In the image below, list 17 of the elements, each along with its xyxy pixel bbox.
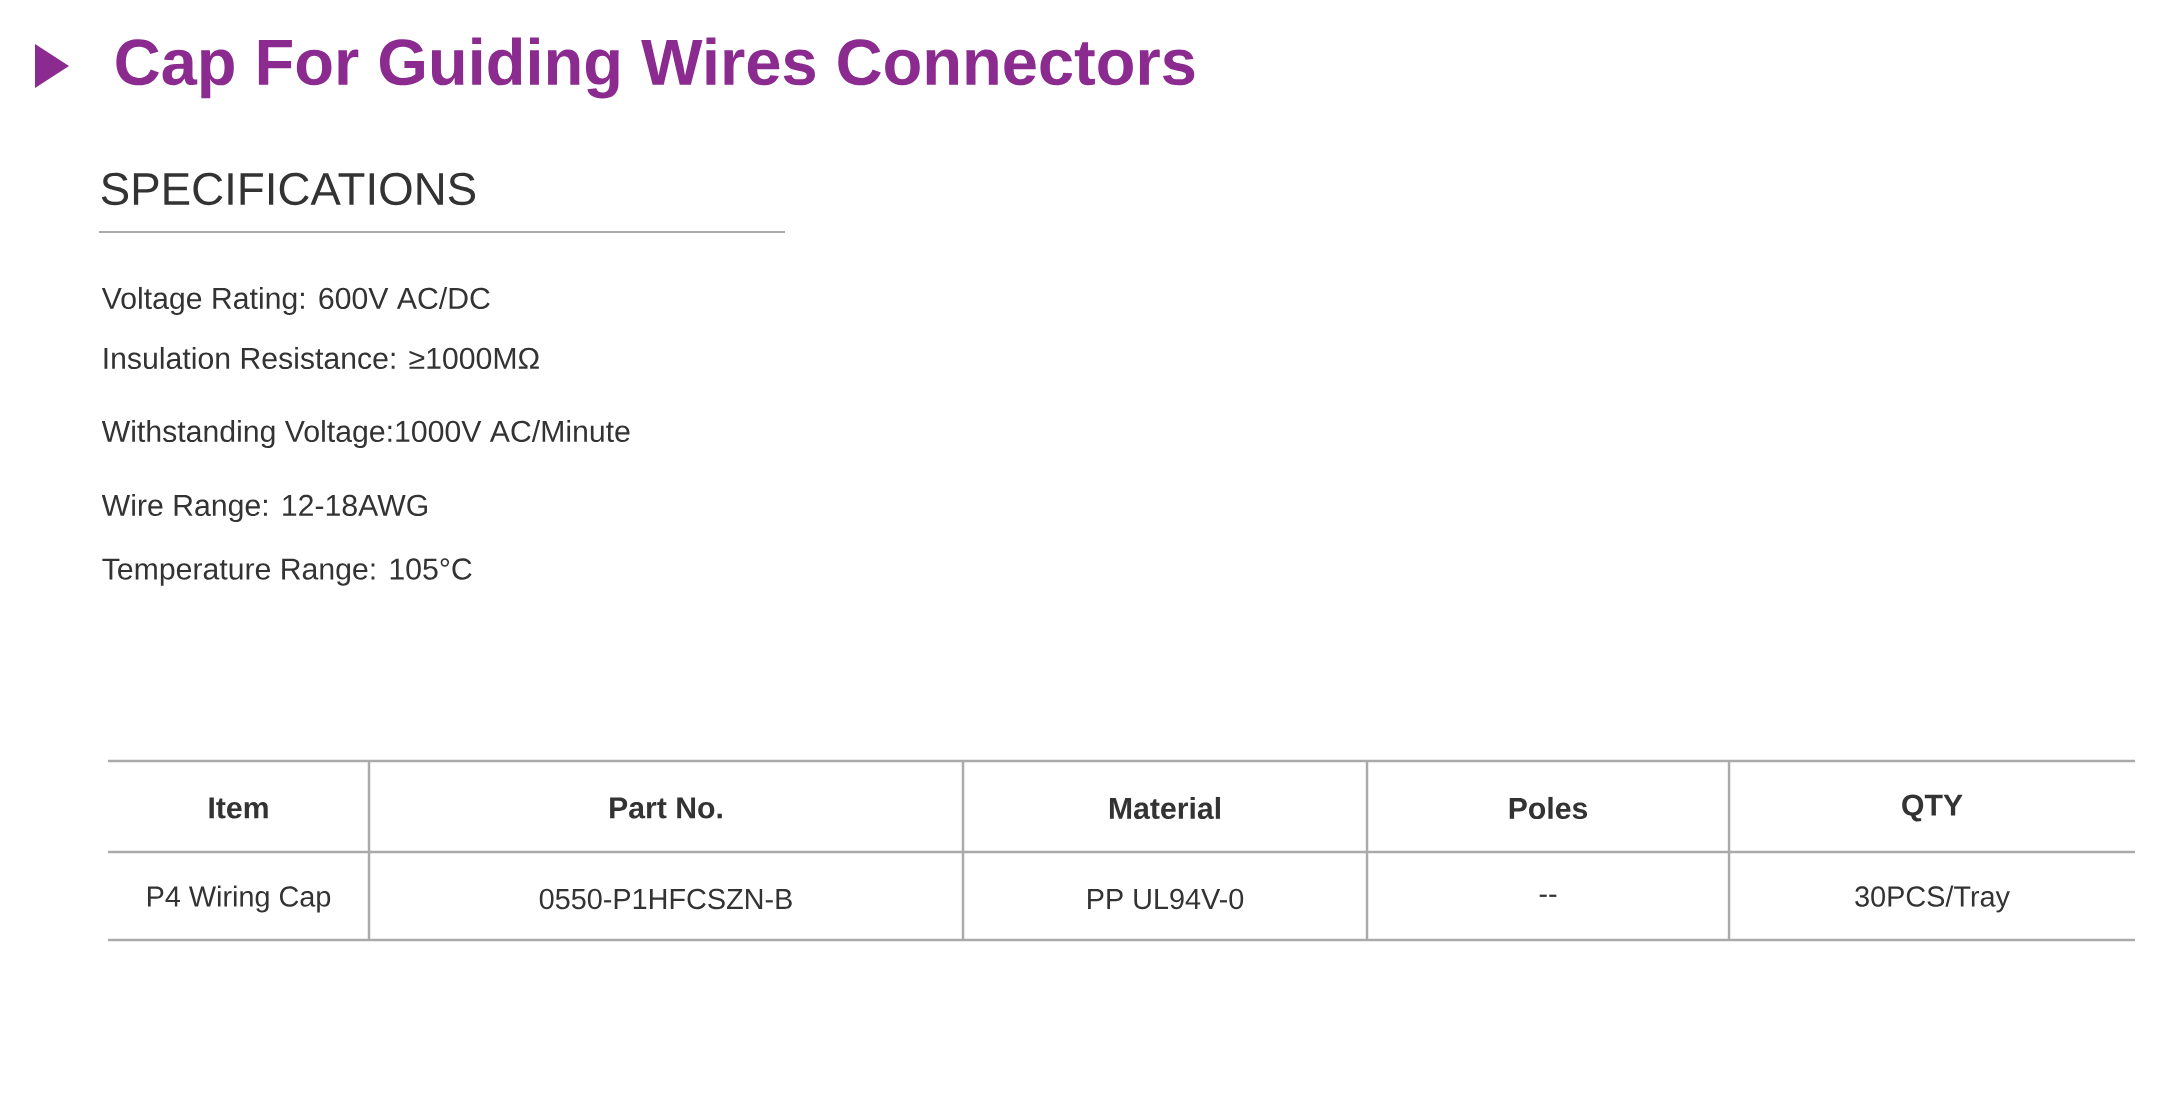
column-header: Poles <box>1509 796 1588 820</box>
table-cell-text: 0550-P1HFCSZN-B <box>539 888 792 910</box>
spec-text: Voltage Rating: 600V AC/DC <box>101 286 490 316</box>
table-cell-text: P4 Wiring Cap <box>148 885 331 913</box>
table-cell-text: PP UL94V-0 <box>1088 888 1244 910</box>
title-heading: Cap For Guiding Wires Connectors <box>116 37 1195 99</box>
column-header: Item <box>209 797 268 819</box>
column-header: Material <box>1109 796 1220 820</box>
column-header: Part No. <box>610 797 722 819</box>
spec-text: Temperature Range: 105°C <box>102 558 472 586</box>
spec-text: Wire Range: 12-18AWG <box>101 493 427 523</box>
section-heading: SPECIFICATIONS <box>101 172 476 206</box>
table-cell-text: 30PCS/Tray <box>1855 885 2010 913</box>
spec-text: Withstanding Voltage:1000V AC/Minute <box>101 419 630 449</box>
column-header: QTY <box>1902 794 1963 822</box>
table-cell-text: -- <box>1539 894 1557 897</box>
spec-text: Insulation Resistance: ≥1000MΩ <box>104 346 539 370</box>
